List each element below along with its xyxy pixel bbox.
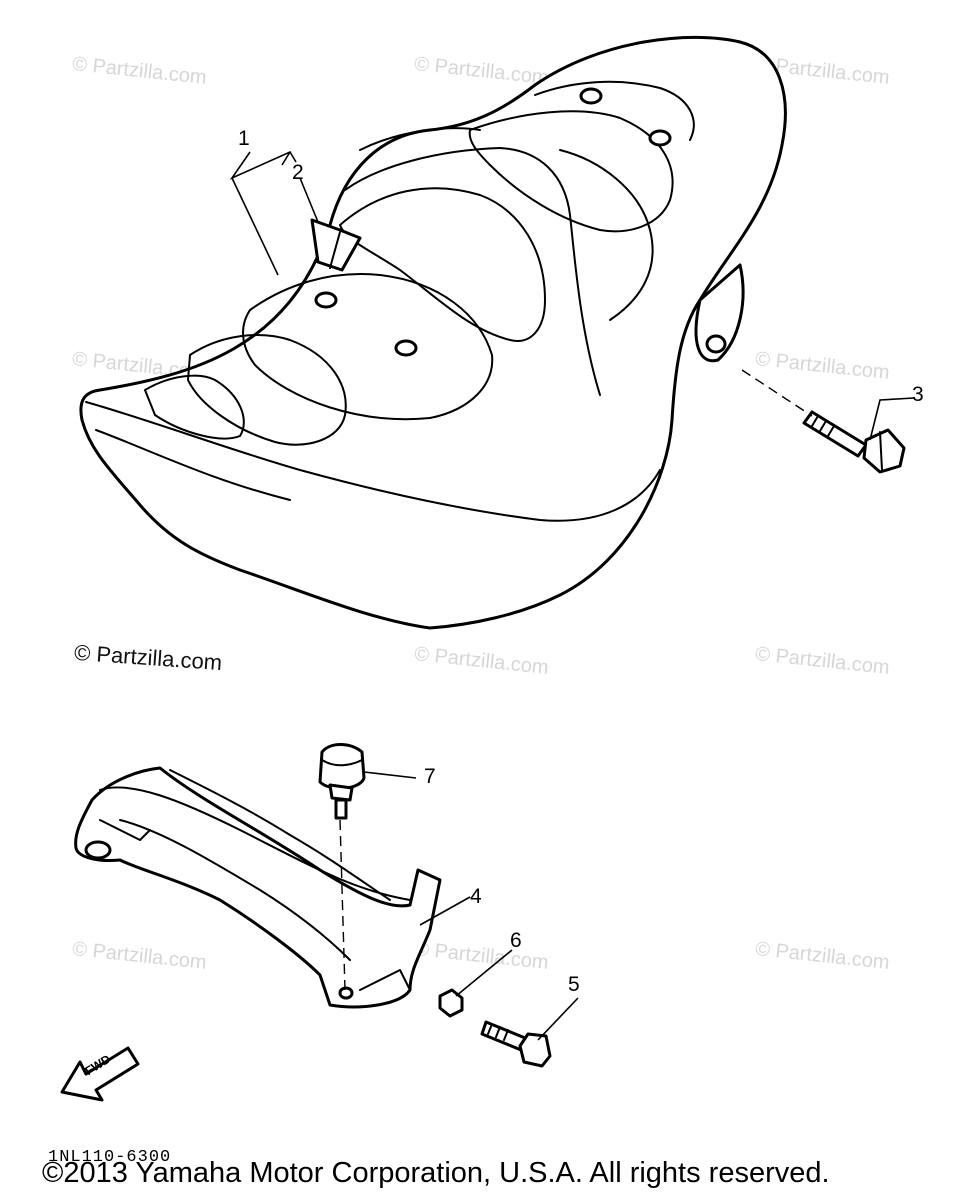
callout-3: 3 [912, 383, 924, 406]
diagram-part-number: 1NL110-6300 [48, 1148, 172, 1167]
copyright-notice: ©2013 Yamaha Motor Corporation, U.S.A. A… [42, 1157, 830, 1189]
callout-2: 2 [292, 161, 304, 184]
seat-bracket[interactable] [74, 766, 442, 1009]
seat-assembly[interactable] [79, 35, 787, 630]
callout-1: 1 [238, 127, 250, 150]
callout-5: 5 [568, 973, 580, 996]
seat-bolt[interactable] [802, 410, 906, 474]
callout-6: 6 [510, 929, 522, 952]
leader-lines [229, 150, 915, 1041]
bracket-bolt[interactable] [480, 1020, 552, 1068]
fwd-arrow-icon [60, 1046, 140, 1102]
callout-7: 7 [424, 765, 436, 788]
clip[interactable] [318, 743, 366, 820]
callout-4: 4 [470, 885, 482, 908]
seat-tag[interactable] [310, 218, 362, 272]
assembly-line-3 [741, 369, 813, 417]
assembly-line-7 [339, 819, 346, 991]
